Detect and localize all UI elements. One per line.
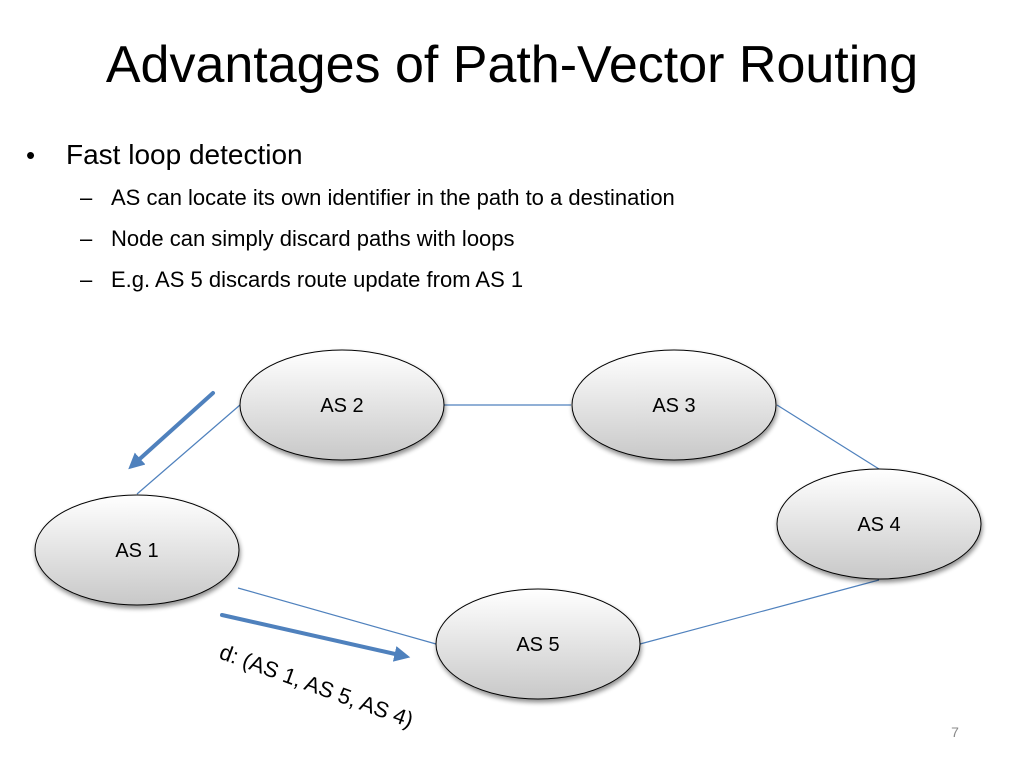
page-number: 7	[951, 724, 959, 740]
link-as1-as2	[136, 404, 241, 495]
sub-bullet-text: AS can locate its own identifier in the …	[111, 185, 675, 210]
link-as1-as5	[237, 587, 437, 645]
node-label: AS 4	[857, 514, 900, 536]
node-label: AS 3	[652, 395, 695, 417]
sub-bullet-marker: –	[80, 267, 93, 292]
node-label: AS 2	[320, 395, 363, 417]
arrow-as1-to-as5	[220, 613, 411, 662]
node-label: AS 1	[115, 540, 158, 562]
arrow-as2-to-as1	[128, 391, 215, 470]
bullet-marker: •	[26, 140, 36, 170]
sub-bullet-marker: –	[80, 226, 93, 251]
node-as3: AS 3	[571, 349, 777, 461]
link-as4-as5	[639, 579, 880, 645]
node-label: AS 5	[516, 634, 559, 656]
sub-bullet-text: Node can simply discard paths with loops	[111, 226, 515, 251]
node-as1: AS 1	[34, 494, 240, 606]
slide-title: Advantages of Path-Vector Routing	[105, 36, 919, 94]
node-as2: AS 2	[239, 349, 445, 461]
sub-bullet-marker: –	[80, 185, 93, 210]
bullet-fast-loop-detection: Fast loop detection	[66, 139, 303, 170]
bullet-list: • Fast loop detection – AS can locate it…	[0, 0, 1024, 320]
link-as3-as4	[776, 404, 880, 470]
node-as4: AS 4	[776, 468, 982, 580]
sub-bullet-text: E.g. AS 5 discards route update from AS …	[111, 267, 524, 292]
node-as5: AS 5	[435, 588, 641, 700]
